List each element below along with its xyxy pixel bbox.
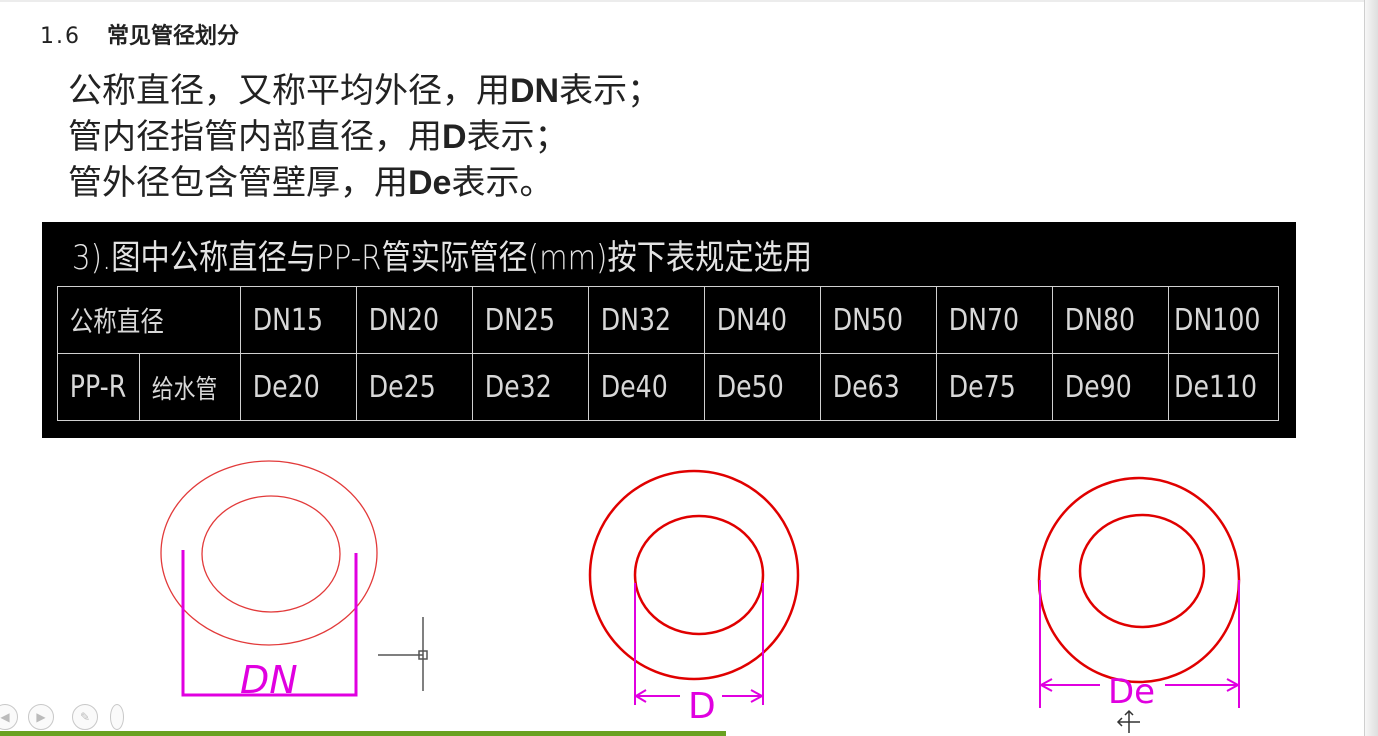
dn-diagram: DN bbox=[160, 460, 428, 702]
section-number: 1.6 bbox=[40, 24, 81, 49]
table-cell: DN32 bbox=[588, 286, 706, 354]
table-cell: De32 bbox=[472, 353, 590, 421]
de-dimension-line bbox=[1038, 580, 1241, 708]
table-cell: De75 bbox=[936, 353, 1054, 421]
table-cell: De50 bbox=[704, 353, 822, 421]
table-cell: DN15 bbox=[240, 286, 358, 354]
definition-symbol: DN bbox=[510, 72, 560, 110]
table-cell: De63 bbox=[820, 353, 938, 421]
table-cell: De25 bbox=[356, 353, 474, 421]
row-header-nominal: 公称直径 bbox=[56, 286, 242, 354]
definition-text: 公称直径，又称平均外径，用 bbox=[68, 71, 510, 111]
window-right-edge bbox=[1364, 0, 1378, 736]
row-header-ppr: PP-R bbox=[56, 353, 141, 421]
definition-symbol: De bbox=[408, 164, 452, 202]
definition-symbol: D bbox=[442, 118, 467, 156]
definition-text: 管外径包含管壁厚，用 bbox=[68, 163, 408, 203]
table-row-dn: 公称直径 DN15 DN20 DN25 DN32 DN40 DN50 DN70 … bbox=[56, 286, 1280, 354]
cad-screenshot: 3).图中公称直径与PP-R管实际管径(mm)按下表规定选用 公称直径 DN15… bbox=[42, 222, 1296, 438]
crosshair-cursor-icon bbox=[378, 617, 428, 691]
d-dimension-line bbox=[634, 583, 765, 705]
pipe-size-table: 公称直径 DN15 DN20 DN25 DN32 DN40 DN50 DN70 … bbox=[56, 286, 1280, 421]
definition-d: 管内径指管内部直径，用D表示； bbox=[68, 114, 661, 160]
outer-wall-circle bbox=[160, 460, 378, 646]
table-cell: De90 bbox=[1052, 353, 1170, 421]
table-cell: DN70 bbox=[936, 286, 1054, 354]
de-diagram: De bbox=[1037, 476, 1241, 733]
d-label: D bbox=[688, 686, 716, 727]
definition-text: 表示。 bbox=[451, 163, 554, 203]
row-header-water-pipe: 给水管 bbox=[139, 353, 242, 421]
table-cell: DN100 bbox=[1168, 286, 1280, 354]
section-title: 常见管径划分 bbox=[107, 24, 240, 49]
play-icon[interactable]: ▶ bbox=[28, 704, 54, 730]
table-cell: De20 bbox=[240, 353, 358, 421]
inner-wall-circle bbox=[1078, 513, 1206, 629]
definition-text: 表示； bbox=[466, 117, 569, 157]
table-row-de: PP-R 给水管 De20 De25 De32 De40 De50 De63 D… bbox=[56, 353, 1280, 421]
definition-de: 管外径包含管壁厚，用De表示。 bbox=[68, 160, 661, 206]
de-label: De bbox=[1108, 672, 1155, 712]
table-cell: DN25 bbox=[472, 286, 590, 354]
inner-wall-circle bbox=[633, 514, 765, 636]
inner-wall-circle bbox=[201, 495, 341, 613]
outer-wall-circle bbox=[588, 469, 800, 681]
definition-text: 表示； bbox=[559, 71, 662, 111]
pen-icon[interactable]: ✎ bbox=[72, 704, 98, 730]
definition-text: 管内径指管内部直径，用 bbox=[68, 117, 442, 157]
top-border bbox=[0, 0, 1364, 2]
table-cell: De40 bbox=[588, 353, 706, 421]
definition-dn: 公称直径，又称平均外径，用DN表示； bbox=[68, 68, 661, 114]
move-cursor-icon bbox=[1116, 709, 1140, 733]
more-icon[interactable] bbox=[110, 704, 124, 730]
dn-dimension-bracket bbox=[181, 550, 358, 697]
cad-title: 3).图中公称直径与PP-R管实际管径(mm)按下表规定选用 bbox=[72, 238, 813, 278]
dn-label: DN bbox=[240, 658, 298, 702]
table-cell: De110 bbox=[1168, 353, 1280, 421]
definition-list: 公称直径，又称平均外径，用DN表示； 管内径指管内部直径，用D表示； 管外径包含… bbox=[68, 68, 661, 206]
section-heading: 1.6 常见管径划分 bbox=[40, 18, 239, 50]
outer-wall-circle bbox=[1037, 476, 1241, 684]
table-cell: DN80 bbox=[1052, 286, 1170, 354]
d-diagram: D bbox=[588, 469, 800, 727]
progress-bar bbox=[0, 731, 726, 736]
table-cell: DN20 bbox=[356, 286, 474, 354]
